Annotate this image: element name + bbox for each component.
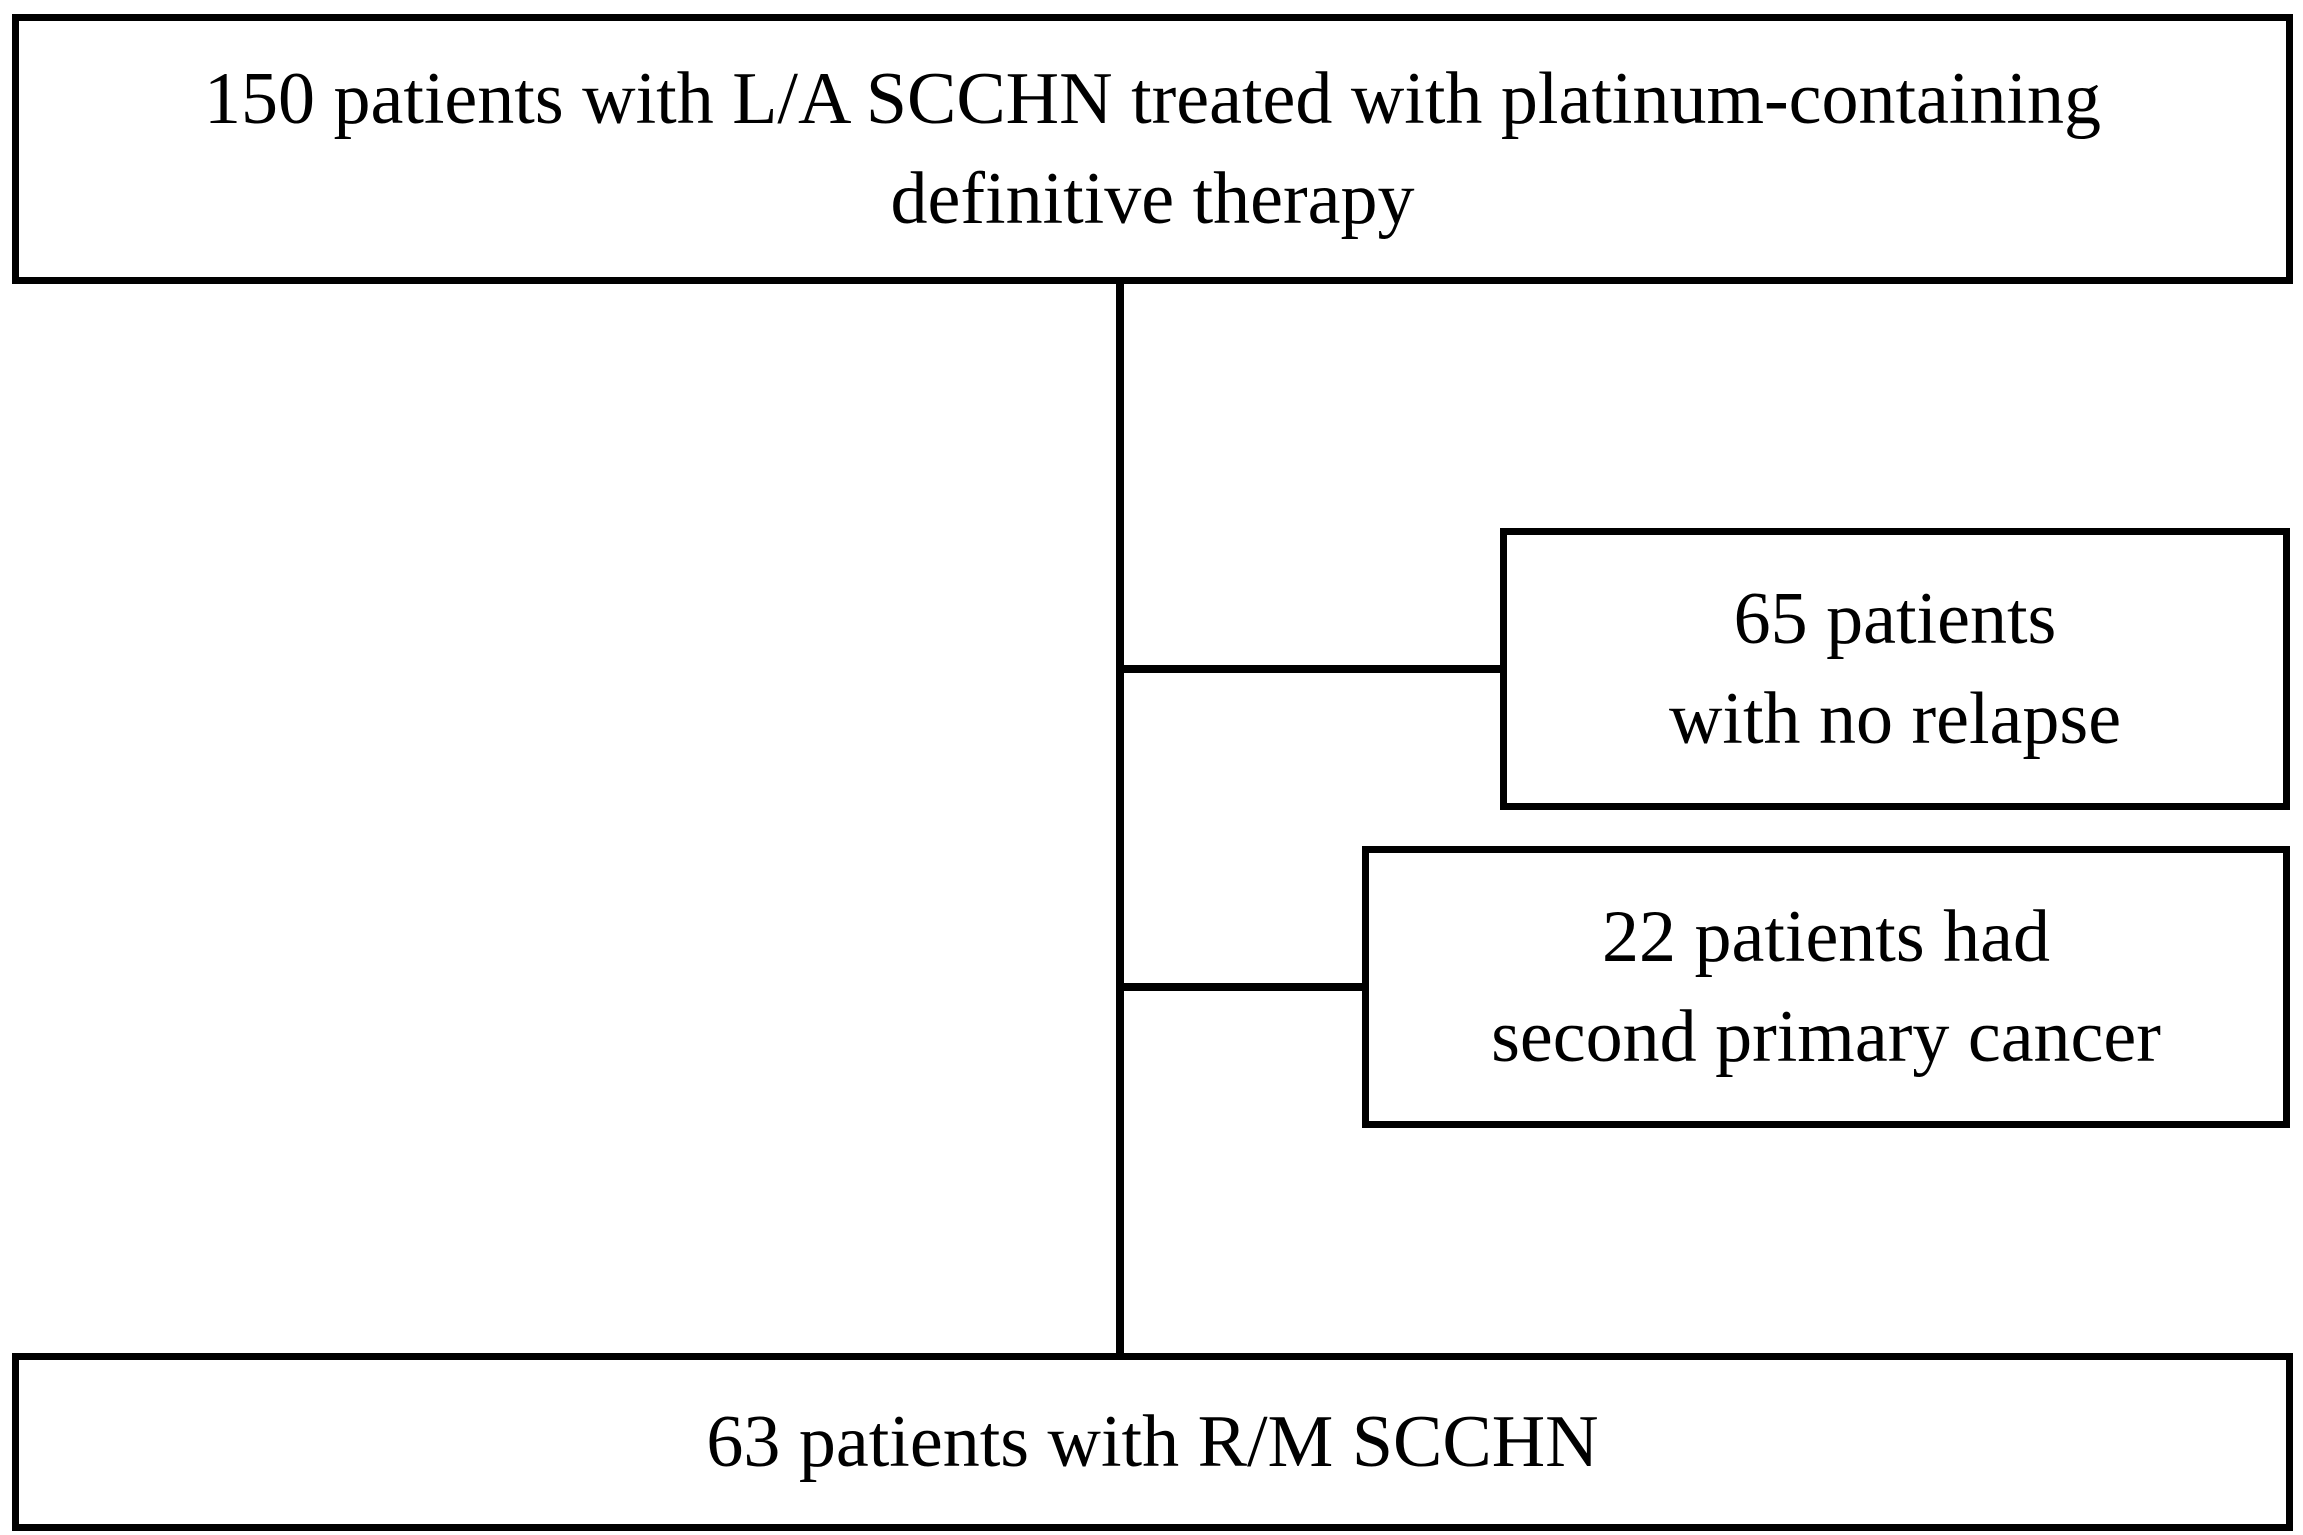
flow-box-no-relapse-line-1: 65 patients bbox=[1733, 578, 2057, 660]
connector-branch-second-primary bbox=[1116, 983, 1366, 991]
connector-main-vertical bbox=[1116, 284, 1124, 1354]
flow-box-enrolled-patients: 150 patients with L/A SCCHN treated with… bbox=[12, 14, 2293, 284]
flow-box-rm-scchn-line-1: 63 patients with R/M SCCHN bbox=[706, 1401, 1599, 1483]
flow-box-second-primary-line-2: second primary cancer bbox=[1491, 996, 2161, 1078]
flow-box-enrolled-line-2: definitive therapy bbox=[890, 158, 1415, 240]
flow-box-no-relapse: 65 patients with no relapse bbox=[1500, 528, 2290, 810]
flow-box-second-primary-line-1: 22 patients had bbox=[1601, 896, 2050, 978]
flow-box-no-relapse-line-2: with no relapse bbox=[1668, 678, 2122, 760]
connector-branch-no-relapse bbox=[1116, 665, 1503, 673]
flow-box-enrolled-line-1: 150 patients with L/A SCCHN treated with… bbox=[203, 58, 2102, 140]
flow-box-second-primary-cancer: 22 patients had second primary cancer bbox=[1362, 846, 2290, 1128]
flow-box-rm-scchn: 63 patients with R/M SCCHN bbox=[12, 1353, 2293, 1531]
